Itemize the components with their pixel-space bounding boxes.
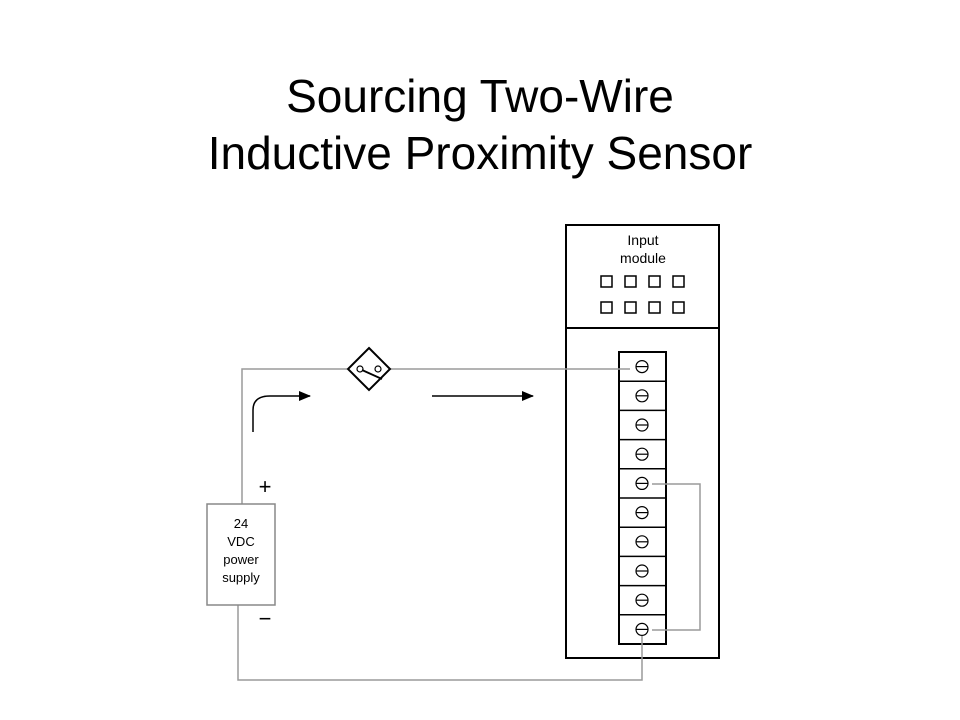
input-module: Input module [565,224,720,659]
terminal-screw-icon [635,535,649,549]
indicator-light [600,275,613,288]
current-flow-arrows [252,391,534,432]
terminal-screw-icon [635,418,649,432]
wire-negative-to-terminal-10 [237,605,643,681]
terminal-screw-icon [635,476,649,490]
terminal-screw-icon [635,593,649,607]
indicator-light [648,301,661,314]
terminal-screw-icon [635,622,649,637]
power-supply-label-line-3: power [223,552,259,567]
terminal-screw-icon [635,360,649,374]
sensor-switch-blade [361,369,383,380]
status-indicator-lights [600,275,685,314]
terminal-screws [619,360,666,637]
sensor-diamond [346,346,392,392]
wire-positive-to-sensor [241,368,347,504]
terminal-screw-icon [635,564,649,578]
wiring [237,368,701,681]
sensor-contact-left [356,365,364,373]
indicator-light [600,301,613,314]
current-arrow-curved [252,391,311,432]
power-supply-box [206,503,276,606]
indicator-light [624,275,637,288]
power-supply-label-line-4: supply [222,570,260,585]
diagram-title: Sourcing Two-Wire Inductive Proximity Se… [0,68,960,182]
indicator-light [624,301,637,314]
wire-terminal-5-to-10-jumper [652,483,701,631]
proximity-sensor-symbol [346,346,392,392]
input-module-body [565,224,720,659]
sensor-contact-right [374,365,382,373]
indicator-light [672,301,685,314]
indicator-light [672,275,685,288]
title-line-1: Sourcing Two-Wire [286,70,674,122]
title-line-2: Inductive Proximity Sensor [207,127,753,179]
input-module-label-line-1: Input [627,232,658,248]
power-supply: 24 VDC power supply + − [206,474,276,631]
power-supply-label-line-1: 24 [234,516,248,531]
power-supply-label-line-2: VDC [227,534,254,549]
input-module-label-line-2: module [620,250,666,266]
terminal-screw-icon [635,447,649,461]
terminal-screw-icon [635,389,649,403]
negative-terminal-symbol: − [259,606,272,631]
positive-terminal-symbol: + [259,474,272,499]
indicator-light [648,275,661,288]
terminal-screw-icon [635,505,649,520]
